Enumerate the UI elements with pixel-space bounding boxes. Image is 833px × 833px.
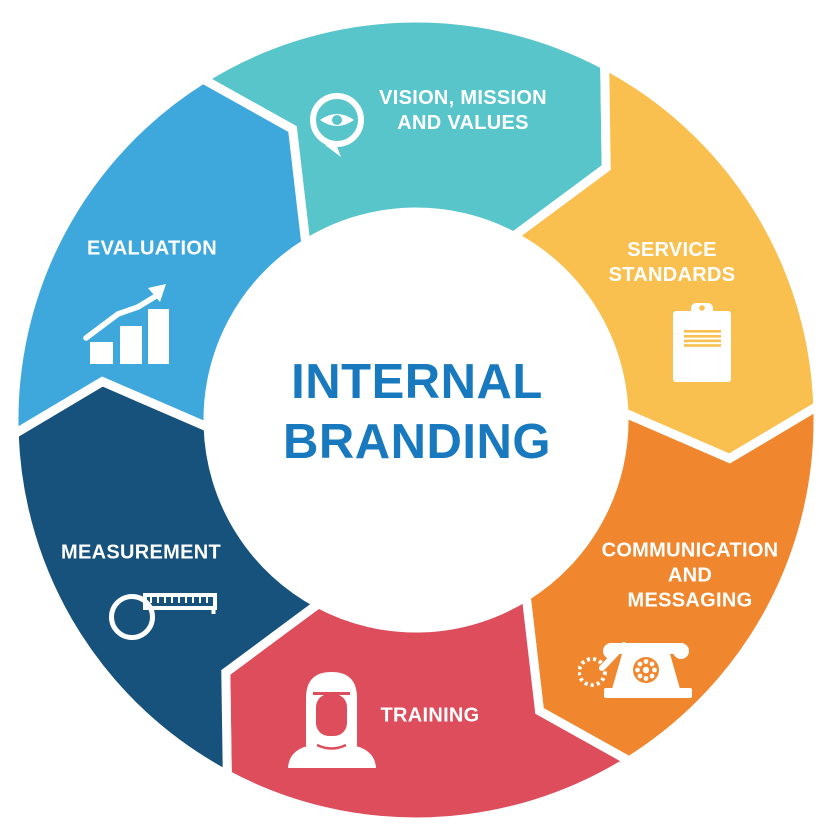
center-circle: [210, 214, 622, 626]
label-line: AND: [667, 564, 713, 587]
label-line: SERVICE: [627, 239, 717, 261]
diagram-title: INTERNAL BRANDING: [283, 352, 551, 472]
label-line: MESSAGING: [627, 589, 753, 612]
label-line: MEASUREMENT: [61, 541, 221, 564]
label-line: VISION, MISSION: [379, 87, 547, 109]
eye-icon: [310, 93, 364, 157]
label-vision-mission-and-values: VISION, MISSION AND VALUES: [379, 86, 547, 136]
segment-communication-and-messaging: [521, 398, 823, 767]
segment-evaluation: [9, 73, 311, 442]
eye-pupil: [332, 115, 342, 125]
clipboard-icon: [673, 303, 731, 382]
label-training: TRAINING: [380, 704, 479, 729]
label-communication-and-messaging: COMMUNICATION AND MESSAGING: [602, 539, 779, 614]
segment-service-standards: [505, 57, 823, 464]
label-line: COMMUNICATION: [601, 539, 779, 562]
title-line-2: BRANDING: [282, 415, 552, 469]
label-line: TRAINING: [380, 704, 480, 727]
title-line-1: INTERNAL: [291, 355, 543, 409]
segment-vision-mission-and-values: [194, 13, 611, 252]
tape-measure-icon: [109, 593, 217, 640]
bar-chart-arrow-icon: [83, 284, 169, 364]
label-line: STANDARDS: [608, 264, 736, 286]
segment-measurement: [9, 376, 327, 783]
label-line: EVALUATION: [86, 237, 218, 260]
label-service-standards: SERVICE STANDARDS: [609, 238, 736, 288]
rotary-phone-icon: [578, 642, 692, 698]
label-line: AND VALUES: [397, 112, 529, 134]
person-icon: [288, 672, 376, 768]
person-face: [316, 694, 347, 736]
label-measurement: MEASUREMENT: [61, 541, 221, 566]
arrow-head: [148, 284, 166, 302]
label-evaluation: EVALUATION: [87, 237, 217, 262]
